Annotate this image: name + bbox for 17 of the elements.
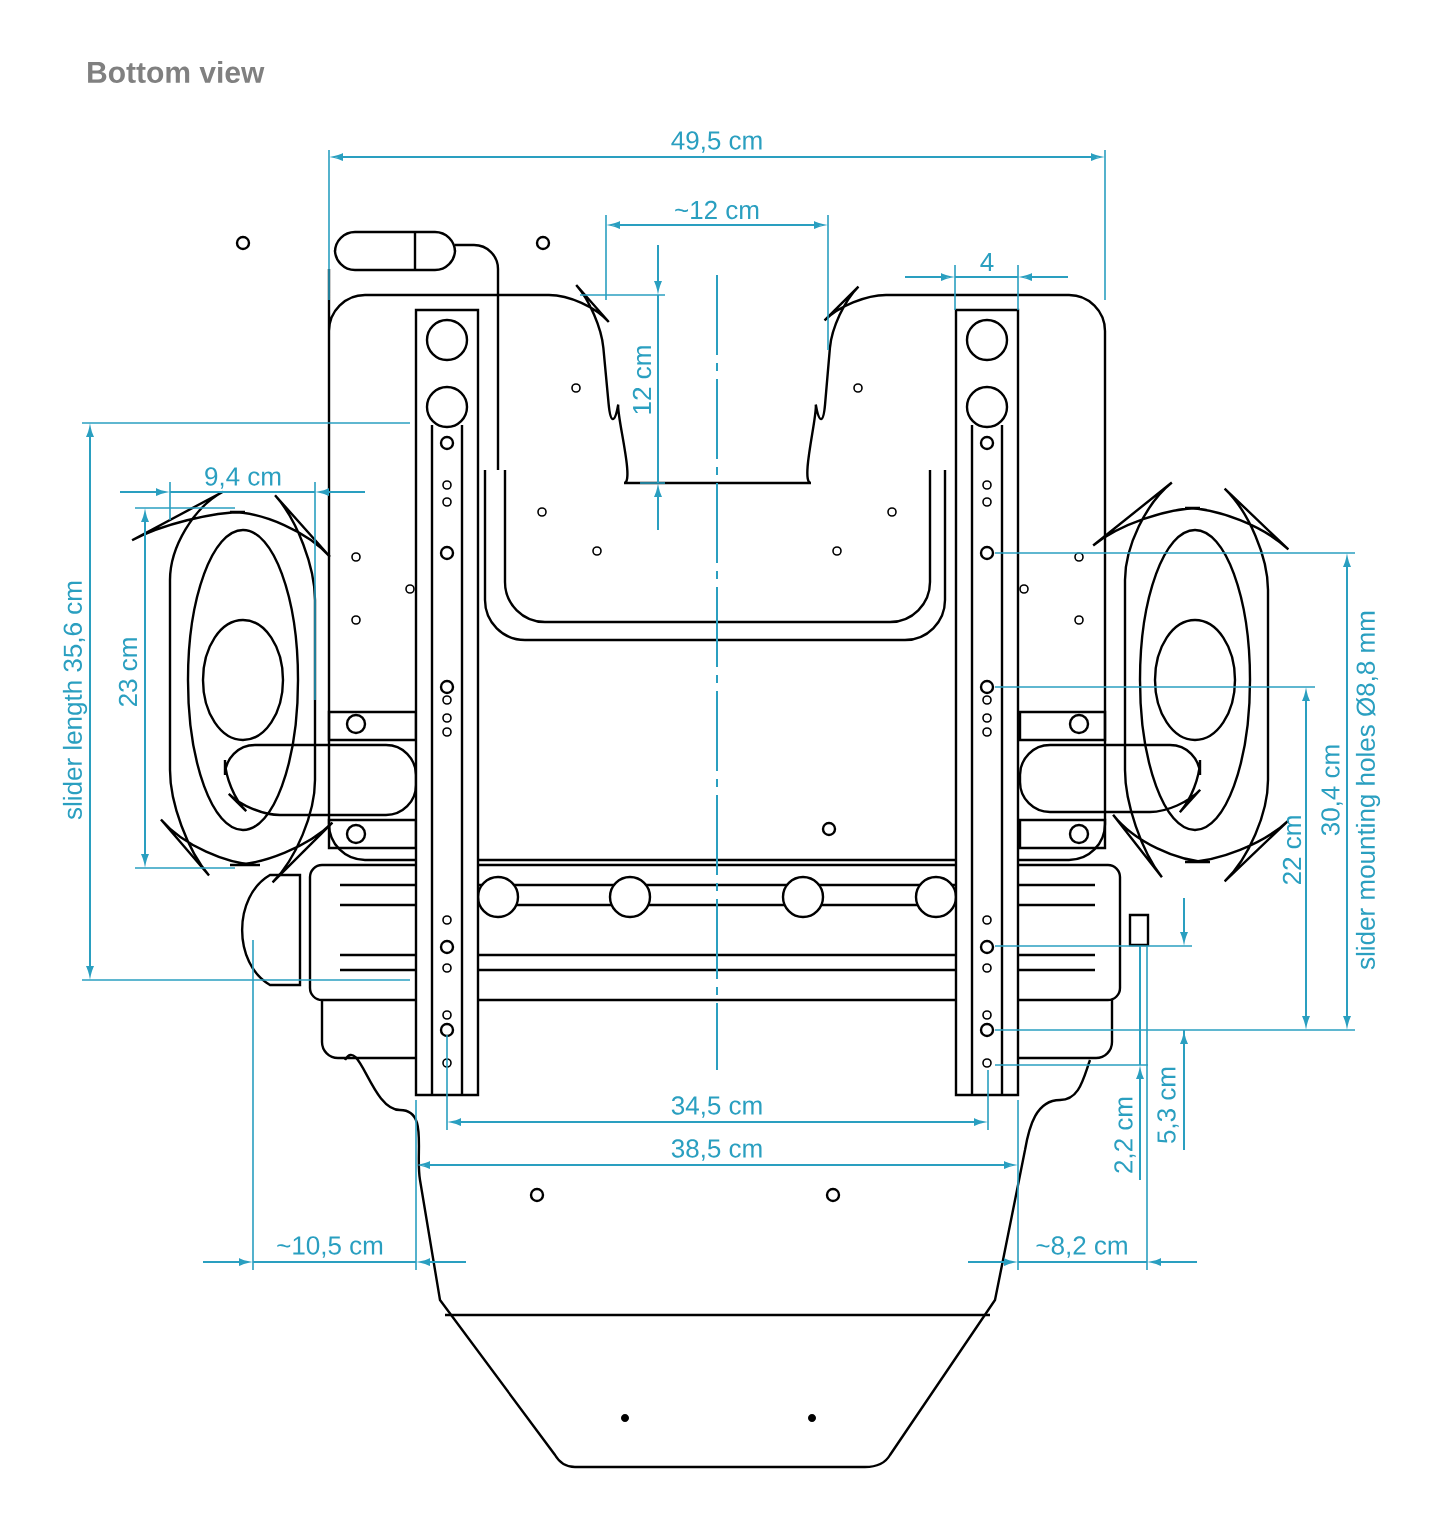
dimension-label: 30,4 cm [1321, 745, 1343, 836]
dimension-label: slider length 35,6 cm [62, 581, 88, 820]
dimension-label: 23 cm [118, 638, 138, 707]
dimension-label: 5,3 cm [1157, 1067, 1179, 1143]
dimension-label: 12 cm [632, 346, 652, 414]
dimension-label: ~8,2 cm [1036, 1236, 1127, 1258]
dimension-label: 49,5 cm [671, 131, 762, 153]
dimension-label: ~12 cm [675, 200, 759, 220]
dimension-label: slider mounting holes Ø8,8 mm [1355, 611, 1381, 970]
dimension-label: 22 cm [1282, 816, 1302, 885]
dimension-label: 2,2 cm [1114, 1097, 1136, 1173]
dimension-label: 9,4 cm [205, 467, 281, 489]
dimension-label: ~10,5 cm [277, 1236, 383, 1258]
dimension-label: 34,5 cm [671, 1096, 762, 1118]
dimension-label: 38,5 cm [671, 1139, 762, 1161]
view-title: Bottom view [88, 61, 265, 83]
dimension-label: 4 [980, 253, 994, 271]
